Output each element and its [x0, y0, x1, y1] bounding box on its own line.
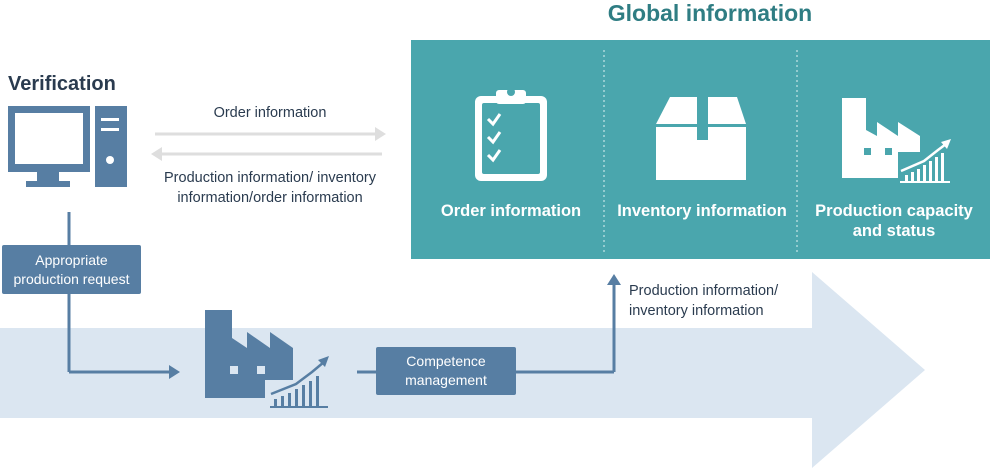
factory-icon [205, 310, 331, 410]
competence-flow-line [357, 274, 621, 374]
order-information-flow-label: Order information [213, 105, 327, 121]
verification-title: Verification [8, 73, 116, 95]
upward-information-flow-label: Production information/ inventory inform… [629, 283, 779, 319]
global-information-title: Global information [607, 0, 813, 26]
panel-label-inventory-information: Inventory information [617, 202, 787, 220]
computer-icon [8, 106, 127, 187]
competence-management-tag: Competence management [376, 347, 516, 395]
panel-label-production-capacity: Production capacity and status [815, 202, 973, 240]
box-icon [656, 97, 746, 180]
panel-label-order-information: Order information [440, 202, 582, 220]
clipboard-checklist-icon [475, 88, 547, 181]
arrow-from-global [151, 147, 382, 161]
production-information-flow-label: Production information/ inventory inform… [164, 170, 376, 206]
arrow-to-global [155, 127, 386, 141]
production-request-tag: Appropriate production request [2, 245, 141, 294]
factory-chart-icon [842, 98, 952, 186]
